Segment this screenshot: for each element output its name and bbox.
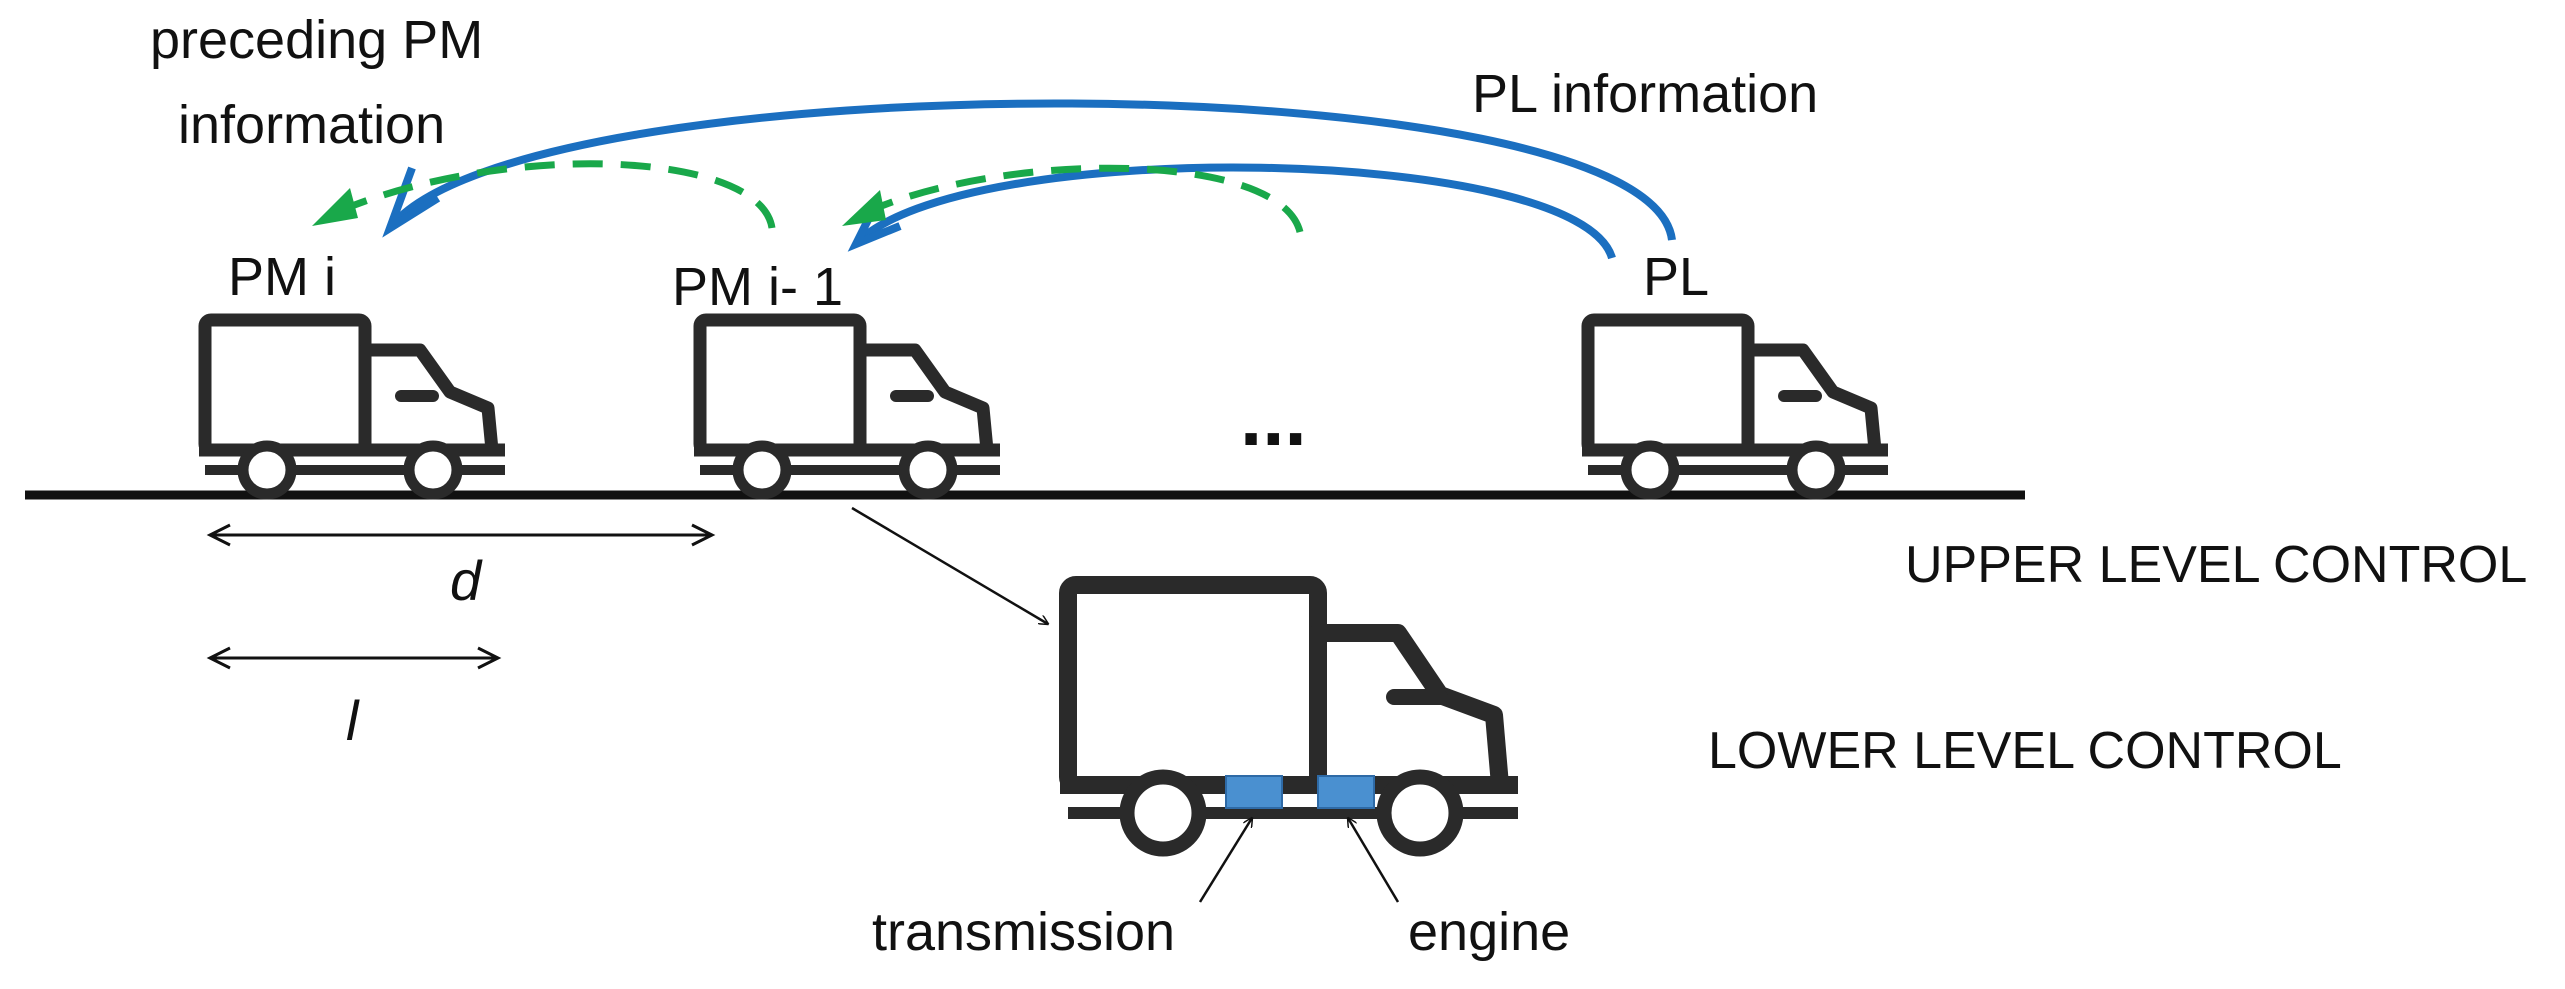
- truck-pl-icon: [1582, 320, 1888, 494]
- length-l-arrow: [206, 646, 502, 670]
- transmission-label: transmission: [872, 902, 1175, 962]
- pl-to-pm-i-minus-1-arrow: [853, 163, 1616, 260]
- preceding-pm-label-line2: information: [178, 95, 445, 155]
- engine-label: engine: [1408, 902, 1570, 962]
- engine-pointer: [1348, 818, 1400, 903]
- ellipsis-label: ...: [1240, 373, 1307, 462]
- pl-to-pm-i-arrowhead: [382, 166, 441, 238]
- pl-label: PL: [1643, 247, 1709, 307]
- distance-d-label: d: [450, 549, 483, 612]
- pm-i-label: PM i: [228, 247, 336, 307]
- truck-pm-i-minus-1-icon: [694, 320, 1000, 494]
- upper-level-control-label: UPPER LEVEL CONTROL: [1905, 536, 2527, 594]
- detailed-truck-icon: [1059, 576, 1518, 857]
- pm-i-minus-1-label: PM i- 1: [672, 257, 843, 317]
- lower-level-control-label: LOWER LEVEL CONTROL: [1708, 722, 2342, 780]
- pm-i-minus-1-to-pm-i-arrow: [328, 160, 776, 229]
- transmission-block: [1225, 775, 1283, 809]
- length-l-label: l: [346, 689, 360, 752]
- truck-pm-i-icon: [199, 320, 505, 494]
- distance-d-arrow: [206, 523, 716, 547]
- transmission-pointer: [1198, 818, 1252, 903]
- pl-to-pm-i-minus-1-green-arrowhead: [842, 190, 886, 226]
- pl-to-pm-i-arrow: [386, 99, 1676, 241]
- preceding-pm-label-line1: preceding PM: [150, 10, 483, 70]
- zoom-pointer-arrow: [851, 506, 1048, 624]
- pl-to-pm-i-minus-1-green-arrow: [858, 164, 1304, 234]
- pm-i-minus-1-to-pm-i-arrowhead: [312, 188, 358, 226]
- pl-information-label: PL information: [1472, 64, 1818, 124]
- engine-block: [1317, 775, 1375, 809]
